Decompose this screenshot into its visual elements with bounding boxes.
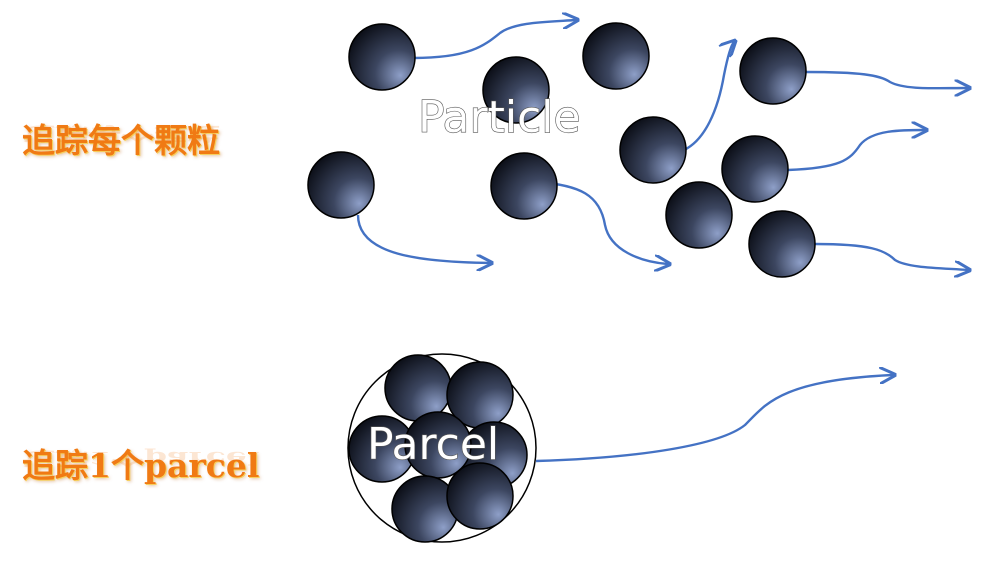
particle-trajectories <box>356 20 968 270</box>
trajectory-arrow <box>536 180 668 264</box>
trajectory-arrow <box>814 242 968 270</box>
particle-sphere <box>619 116 687 184</box>
particle-sphere <box>748 210 816 278</box>
particle-label: Particle <box>418 92 581 143</box>
trajectory-arrow <box>683 42 734 152</box>
particle-sphere <box>307 151 375 219</box>
trajectory-arrow <box>413 20 576 60</box>
particles <box>307 22 816 278</box>
particle-sphere <box>482 56 550 124</box>
particle-sphere <box>490 152 558 220</box>
trajectory-arrow <box>805 70 968 88</box>
particle-sphere <box>582 22 650 90</box>
parcel-sphere <box>384 354 452 422</box>
parcel <box>347 353 537 543</box>
parcel-label: Parcel <box>367 419 499 470</box>
parcel-trajectory-arrow <box>535 375 893 463</box>
particle-sphere <box>665 181 733 249</box>
trajectory-arrow <box>356 214 490 263</box>
particle-sphere <box>721 135 789 203</box>
track-one-parcel-label: 追踪1个parcel 追踪1个parcel <box>22 446 260 485</box>
parcel-sphere <box>446 462 514 530</box>
trajectory-arrow <box>787 130 925 172</box>
track-each-particle-label: 追踪每个颗粒 追踪每个颗粒 <box>22 121 220 160</box>
particle-sphere <box>739 37 807 105</box>
particle-sphere <box>348 23 416 91</box>
